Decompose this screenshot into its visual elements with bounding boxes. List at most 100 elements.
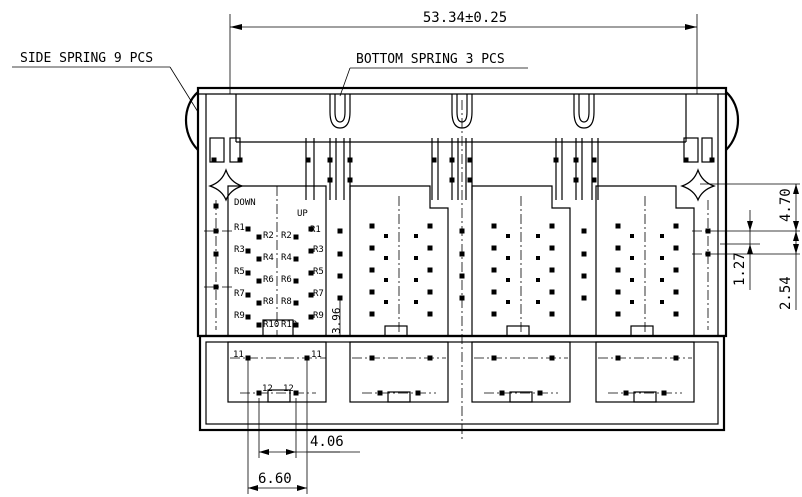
- pin-label-R3-right: R3: [313, 245, 324, 255]
- pin-dot: [673, 289, 679, 295]
- led-pin-dot: [673, 355, 679, 361]
- pin-dot: [414, 256, 418, 260]
- pin-dot: [213, 284, 219, 290]
- pin-dot: [427, 223, 433, 229]
- overall-width-text: 53.34±0.25: [423, 10, 507, 26]
- port-openings: [227, 185, 695, 337]
- pin-label-R2-right: R2: [281, 231, 292, 241]
- pin-dot: [630, 278, 634, 282]
- pin-dot: [256, 300, 262, 306]
- top-pin-dot: [573, 177, 579, 183]
- dim-4-06: 4.06: [310, 434, 344, 450]
- top-pin-dot: [449, 157, 455, 163]
- pin-dot: [491, 289, 497, 295]
- pin-dot: [369, 311, 375, 317]
- led-windows: [227, 341, 695, 403]
- pin-dot: [384, 278, 388, 282]
- pin-dot: [506, 256, 510, 260]
- led-pin-dot: [293, 390, 299, 396]
- pin-dot: [213, 228, 219, 234]
- pin-label-R5-right: R5: [313, 267, 324, 277]
- pin-dot: [581, 228, 587, 234]
- led-pin-dot: [499, 390, 505, 396]
- pin-dot: [384, 256, 388, 260]
- pin-dot: [414, 278, 418, 282]
- led-pin-dot: [615, 355, 621, 361]
- pin-dot: [384, 234, 388, 238]
- pin-label-11-left: 11: [233, 350, 244, 360]
- pin-dot: [337, 228, 343, 234]
- pin-dot: [427, 289, 433, 295]
- pin-label-R1-left: R1: [234, 223, 245, 233]
- pin-dot: [414, 300, 418, 304]
- side-spring-label: SIDE SPRING 9 PCS: [20, 51, 153, 66]
- pin-dot: [414, 234, 418, 238]
- pin-dot: [256, 322, 262, 328]
- top-pin-dot: [305, 157, 311, 163]
- pin-dot: [549, 223, 555, 229]
- pin-dot: [293, 256, 299, 262]
- pin-label-R2-left: R2: [263, 231, 274, 241]
- pin-dots: [211, 157, 715, 396]
- pin-dot: [213, 251, 219, 257]
- top-pin-dot: [211, 157, 217, 163]
- pin-label-R6-left: R6: [263, 275, 274, 285]
- pin-dot: [427, 311, 433, 317]
- pin-dot: [293, 322, 299, 328]
- pin-dot: [459, 273, 465, 279]
- pin-dot: [630, 300, 634, 304]
- pin-dot: [337, 251, 343, 257]
- led-pin-dot: [491, 355, 497, 361]
- pin-dot: [615, 267, 621, 273]
- top-pin-dot: [591, 157, 597, 163]
- pin-dot: [491, 311, 497, 317]
- led-pin-dot: [623, 390, 629, 396]
- pin-dot: [673, 223, 679, 229]
- pin-dot: [308, 226, 314, 232]
- pin-dot: [293, 234, 299, 240]
- pin-dot: [660, 300, 664, 304]
- led-pin-dot: [377, 390, 383, 396]
- pin-dot: [491, 223, 497, 229]
- pin-dot: [427, 245, 433, 251]
- pin-dot: [549, 245, 555, 251]
- pin-dot: [581, 295, 587, 301]
- pin-dot: [536, 278, 540, 282]
- pin-label-R10-left: R10: [263, 320, 279, 330]
- pin-dot: [705, 251, 711, 257]
- pin-dot: [369, 267, 375, 273]
- pin-dot: [506, 278, 510, 282]
- bottom-dimensions: 4.06 6.60: [247, 358, 360, 494]
- pin-dot: [506, 300, 510, 304]
- pin-dot: [256, 234, 262, 240]
- pin-label-R4-right: R4: [281, 253, 292, 263]
- pin-label-R1-right: R1: [310, 225, 321, 235]
- pin-dot: [549, 289, 555, 295]
- led-pin-dot: [427, 355, 433, 361]
- side-spring-callout: SIDE SPRING 9 PCS: [12, 51, 199, 113]
- down-label: DOWN: [234, 198, 256, 208]
- dim-3-96: 3.96: [330, 308, 343, 335]
- top-pin-dot: [237, 157, 243, 163]
- pin-label-R4-left: R4: [263, 253, 274, 263]
- pin-dot: [615, 289, 621, 295]
- pin-dot: [369, 289, 375, 295]
- right-dimensions: 4.70 1.27 2.54: [700, 183, 800, 310]
- top-pin-dot: [449, 177, 455, 183]
- pin-dot: [459, 251, 465, 257]
- pin-dot: [369, 245, 375, 251]
- dim-3-96-group: 3.96: [330, 296, 343, 336]
- pin-label-R6-right: R6: [281, 275, 292, 285]
- pin-dot: [660, 278, 664, 282]
- pin-label-R3-left: R3: [234, 245, 245, 255]
- top-pin-dot: [467, 157, 473, 163]
- pin-dot: [536, 300, 540, 304]
- pin-label-R9-left: R9: [234, 311, 245, 321]
- led-pin-dot: [415, 390, 421, 396]
- pin-dot: [459, 295, 465, 301]
- pin-label-11-right: 11: [311, 350, 322, 360]
- pin-dot: [615, 311, 621, 317]
- up-label: UP: [297, 209, 308, 219]
